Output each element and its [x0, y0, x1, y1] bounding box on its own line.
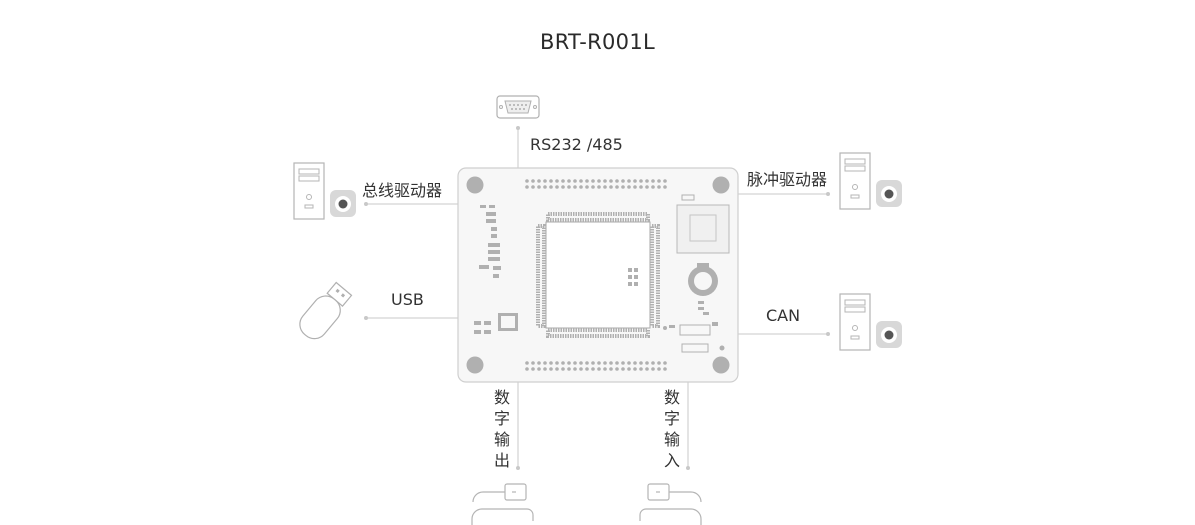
usb-flash-drive-icon — [299, 281, 353, 340]
top-pin-header — [525, 179, 667, 189]
pulse-driver-label: 脉冲驱动器 — [747, 170, 828, 189]
desktop-tower-icon — [839, 152, 903, 210]
connection-lines — [366, 128, 828, 468]
digital-output-label: 数字输出 — [494, 388, 511, 470]
digital-input-label: 数字输入 — [664, 388, 681, 470]
usb-label: USB — [391, 290, 424, 309]
desktop-tower-icon — [839, 293, 903, 351]
db9-serial-port-icon — [496, 95, 540, 119]
can-label: CAN — [766, 306, 801, 325]
diagram-title: BRT-R001L — [539, 30, 656, 54]
rs232-label: RS232 /485 — [530, 135, 623, 154]
io-plug-icon — [471, 483, 534, 525]
circuit-board-icon — [457, 167, 739, 383]
desktop-tower-icon — [293, 162, 357, 220]
bus-driver-label: 总线驱动器 — [362, 181, 443, 200]
io-plug-icon — [639, 483, 702, 525]
